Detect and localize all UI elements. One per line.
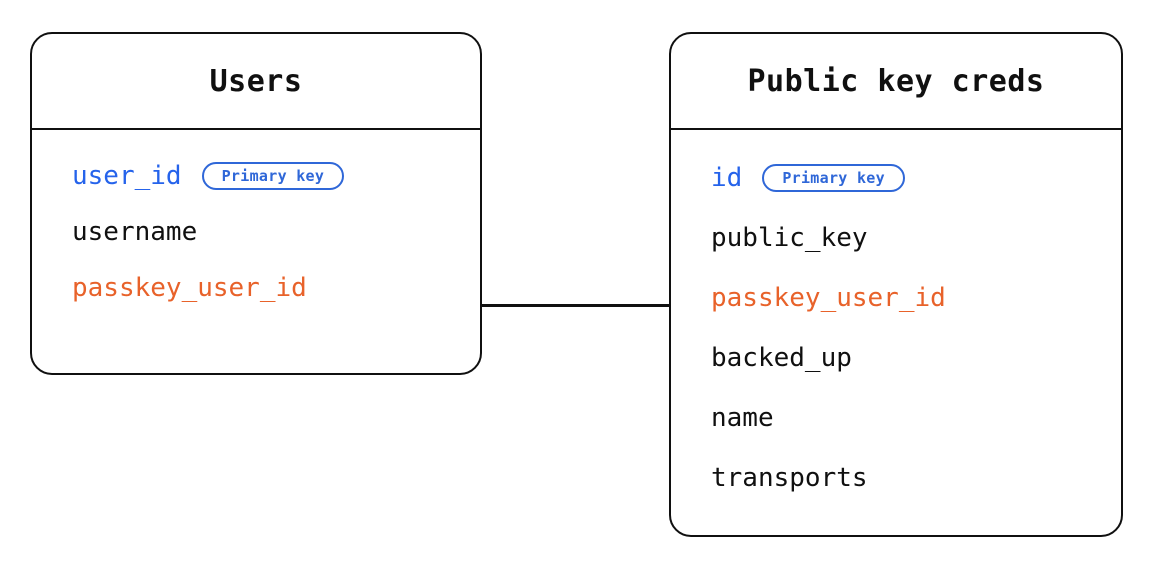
- field-row-public-key[interactable]: public_key: [711, 222, 1121, 254]
- entity-title-public-key-creds: Public key creds: [747, 63, 1045, 99]
- field-name-public-key: public_key: [711, 223, 868, 253]
- field-name-transports: transports: [711, 463, 868, 493]
- field-name-username: username: [72, 217, 198, 247]
- primary-key-badge-label: Primary key: [782, 169, 885, 187]
- field-name-passkey-user-id: passkey_user_id: [711, 283, 946, 313]
- entity-box-users[interactable]: Users user_id Primary key username passk…: [30, 32, 482, 375]
- field-row-transports[interactable]: transports: [711, 462, 1121, 494]
- entity-header-users: Users: [32, 34, 480, 130]
- entity-header-public-key-creds: Public key creds: [671, 34, 1121, 130]
- entity-title-users: Users: [209, 63, 303, 99]
- field-row-passkey-user-id[interactable]: passkey_user_id: [72, 272, 480, 304]
- primary-key-badge-label: Primary key: [221, 167, 325, 185]
- field-row-id[interactable]: id Primary key: [711, 162, 1121, 194]
- relationship-connector-users-public-key-creds: [481, 304, 671, 307]
- field-name-id: id: [711, 163, 743, 193]
- field-row-passkey-user-id[interactable]: passkey_user_id: [711, 282, 1121, 314]
- entity-field-list-public-key-creds: id Primary key public_key passkey_user_i…: [671, 130, 1121, 494]
- field-name-user-id: user_id: [72, 161, 182, 191]
- entity-field-list-users: user_id Primary key username passkey_use…: [32, 130, 480, 304]
- field-row-user-id[interactable]: user_id Primary key: [72, 160, 480, 192]
- primary-key-badge-public-key-creds: Primary key: [762, 164, 905, 192]
- field-row-username[interactable]: username: [72, 216, 480, 248]
- primary-key-badge-users: Primary key: [201, 162, 345, 190]
- field-name-name: name: [711, 403, 774, 433]
- field-row-name[interactable]: name: [711, 402, 1121, 434]
- field-name-backed-up: backed_up: [711, 343, 852, 373]
- field-name-passkey-user-id: passkey_user_id: [72, 273, 307, 303]
- field-row-backed-up[interactable]: backed_up: [711, 342, 1121, 374]
- entity-box-public-key-creds[interactable]: Public key creds id Primary key public_k…: [669, 32, 1123, 537]
